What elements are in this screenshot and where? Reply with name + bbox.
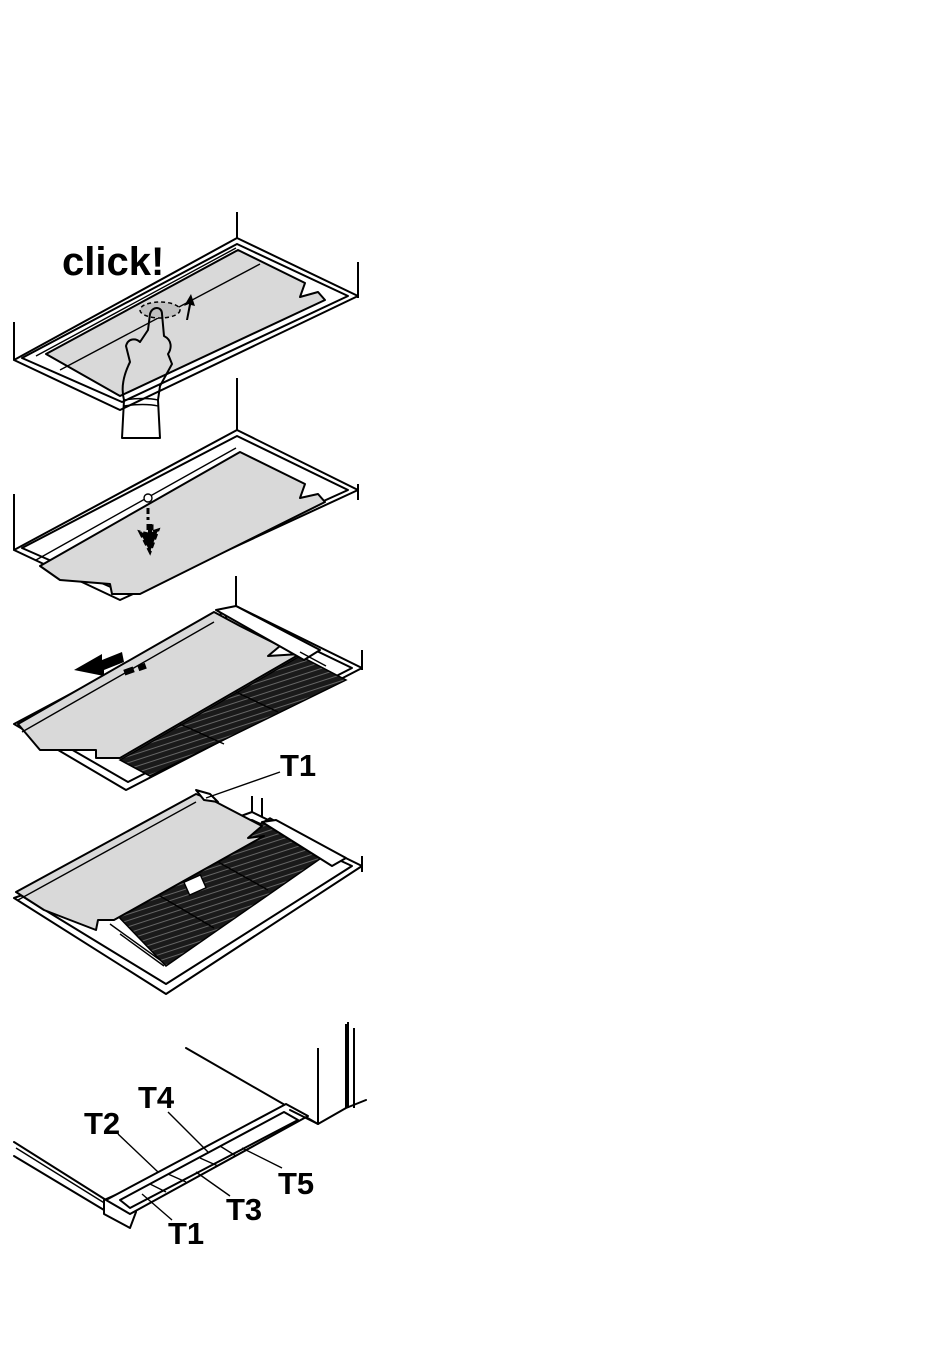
step-2-lower-panel: [14, 378, 358, 600]
t2-leader: [118, 1134, 158, 1172]
t3-label: T3: [226, 1192, 262, 1227]
t2-label: T2: [84, 1106, 120, 1141]
t5-leader: [242, 1148, 282, 1168]
t4-leader: [168, 1112, 208, 1152]
t3-leader: [196, 1172, 230, 1196]
t1-label: T1: [280, 748, 316, 783]
click-label: click!: [62, 240, 164, 284]
t4-label: T4: [138, 1080, 175, 1115]
t5-label: T5: [278, 1166, 314, 1201]
step-4-installed-panel: [14, 790, 362, 994]
t1-leader: [206, 772, 280, 798]
t1-detail-label: T1: [168, 1216, 204, 1251]
